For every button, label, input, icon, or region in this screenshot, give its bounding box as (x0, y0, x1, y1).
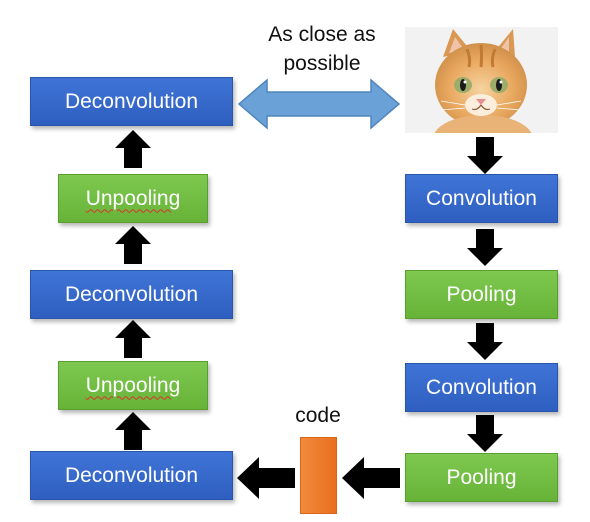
unpooling-box-upper: Unpooling (58, 174, 208, 223)
down-arrow-icon-4 (467, 415, 503, 452)
pooling-label-1: Pooling (446, 282, 517, 306)
code-bar (300, 437, 337, 514)
down-arrow-icon-2 (467, 229, 503, 266)
pooling-label-2: Pooling (446, 465, 517, 489)
convolution-box-2: Convolution (405, 363, 558, 412)
convolution-label-1: Convolution (426, 186, 537, 210)
down-arrow-icon-1 (467, 137, 503, 174)
deconvolution-label-top: Deconvolution (64, 89, 199, 113)
pooling-box-2: Pooling (405, 453, 558, 502)
deconvolution-label-middle: Deconvolution (64, 282, 199, 306)
cat-photo (405, 27, 558, 133)
convolution-label-2: Convolution (426, 375, 537, 399)
comparison-label: As close as possible (268, 23, 376, 75)
cat-face-icon (405, 27, 558, 133)
deconvolution-box-top: Deconvolution (30, 77, 233, 126)
left-arrow-icon-left (237, 457, 295, 499)
up-arrow-icon-2 (115, 226, 151, 264)
left-arrow-icon-right (342, 457, 400, 499)
unpooling-box-lower: Unpooling (58, 361, 208, 410)
down-arrow-icon-3 (467, 323, 503, 360)
code-label: code (295, 404, 341, 427)
unpooling-label-lower: Unpooling (85, 373, 181, 397)
deconvolution-box-middle: Deconvolution (30, 270, 233, 319)
deconvolution-box-bottom: Deconvolution (30, 451, 233, 500)
unpooling-label-upper: Unpooling (85, 186, 181, 210)
deconvolution-label-bottom: Deconvolution (64, 463, 199, 487)
up-arrow-icon-1 (115, 130, 151, 168)
up-arrow-icon-3 (115, 320, 151, 358)
double-arrow-icon (237, 78, 401, 130)
convolution-box-1: Convolution (405, 174, 558, 223)
up-arrow-icon-4 (115, 412, 151, 450)
pooling-box-1: Pooling (405, 270, 558, 319)
